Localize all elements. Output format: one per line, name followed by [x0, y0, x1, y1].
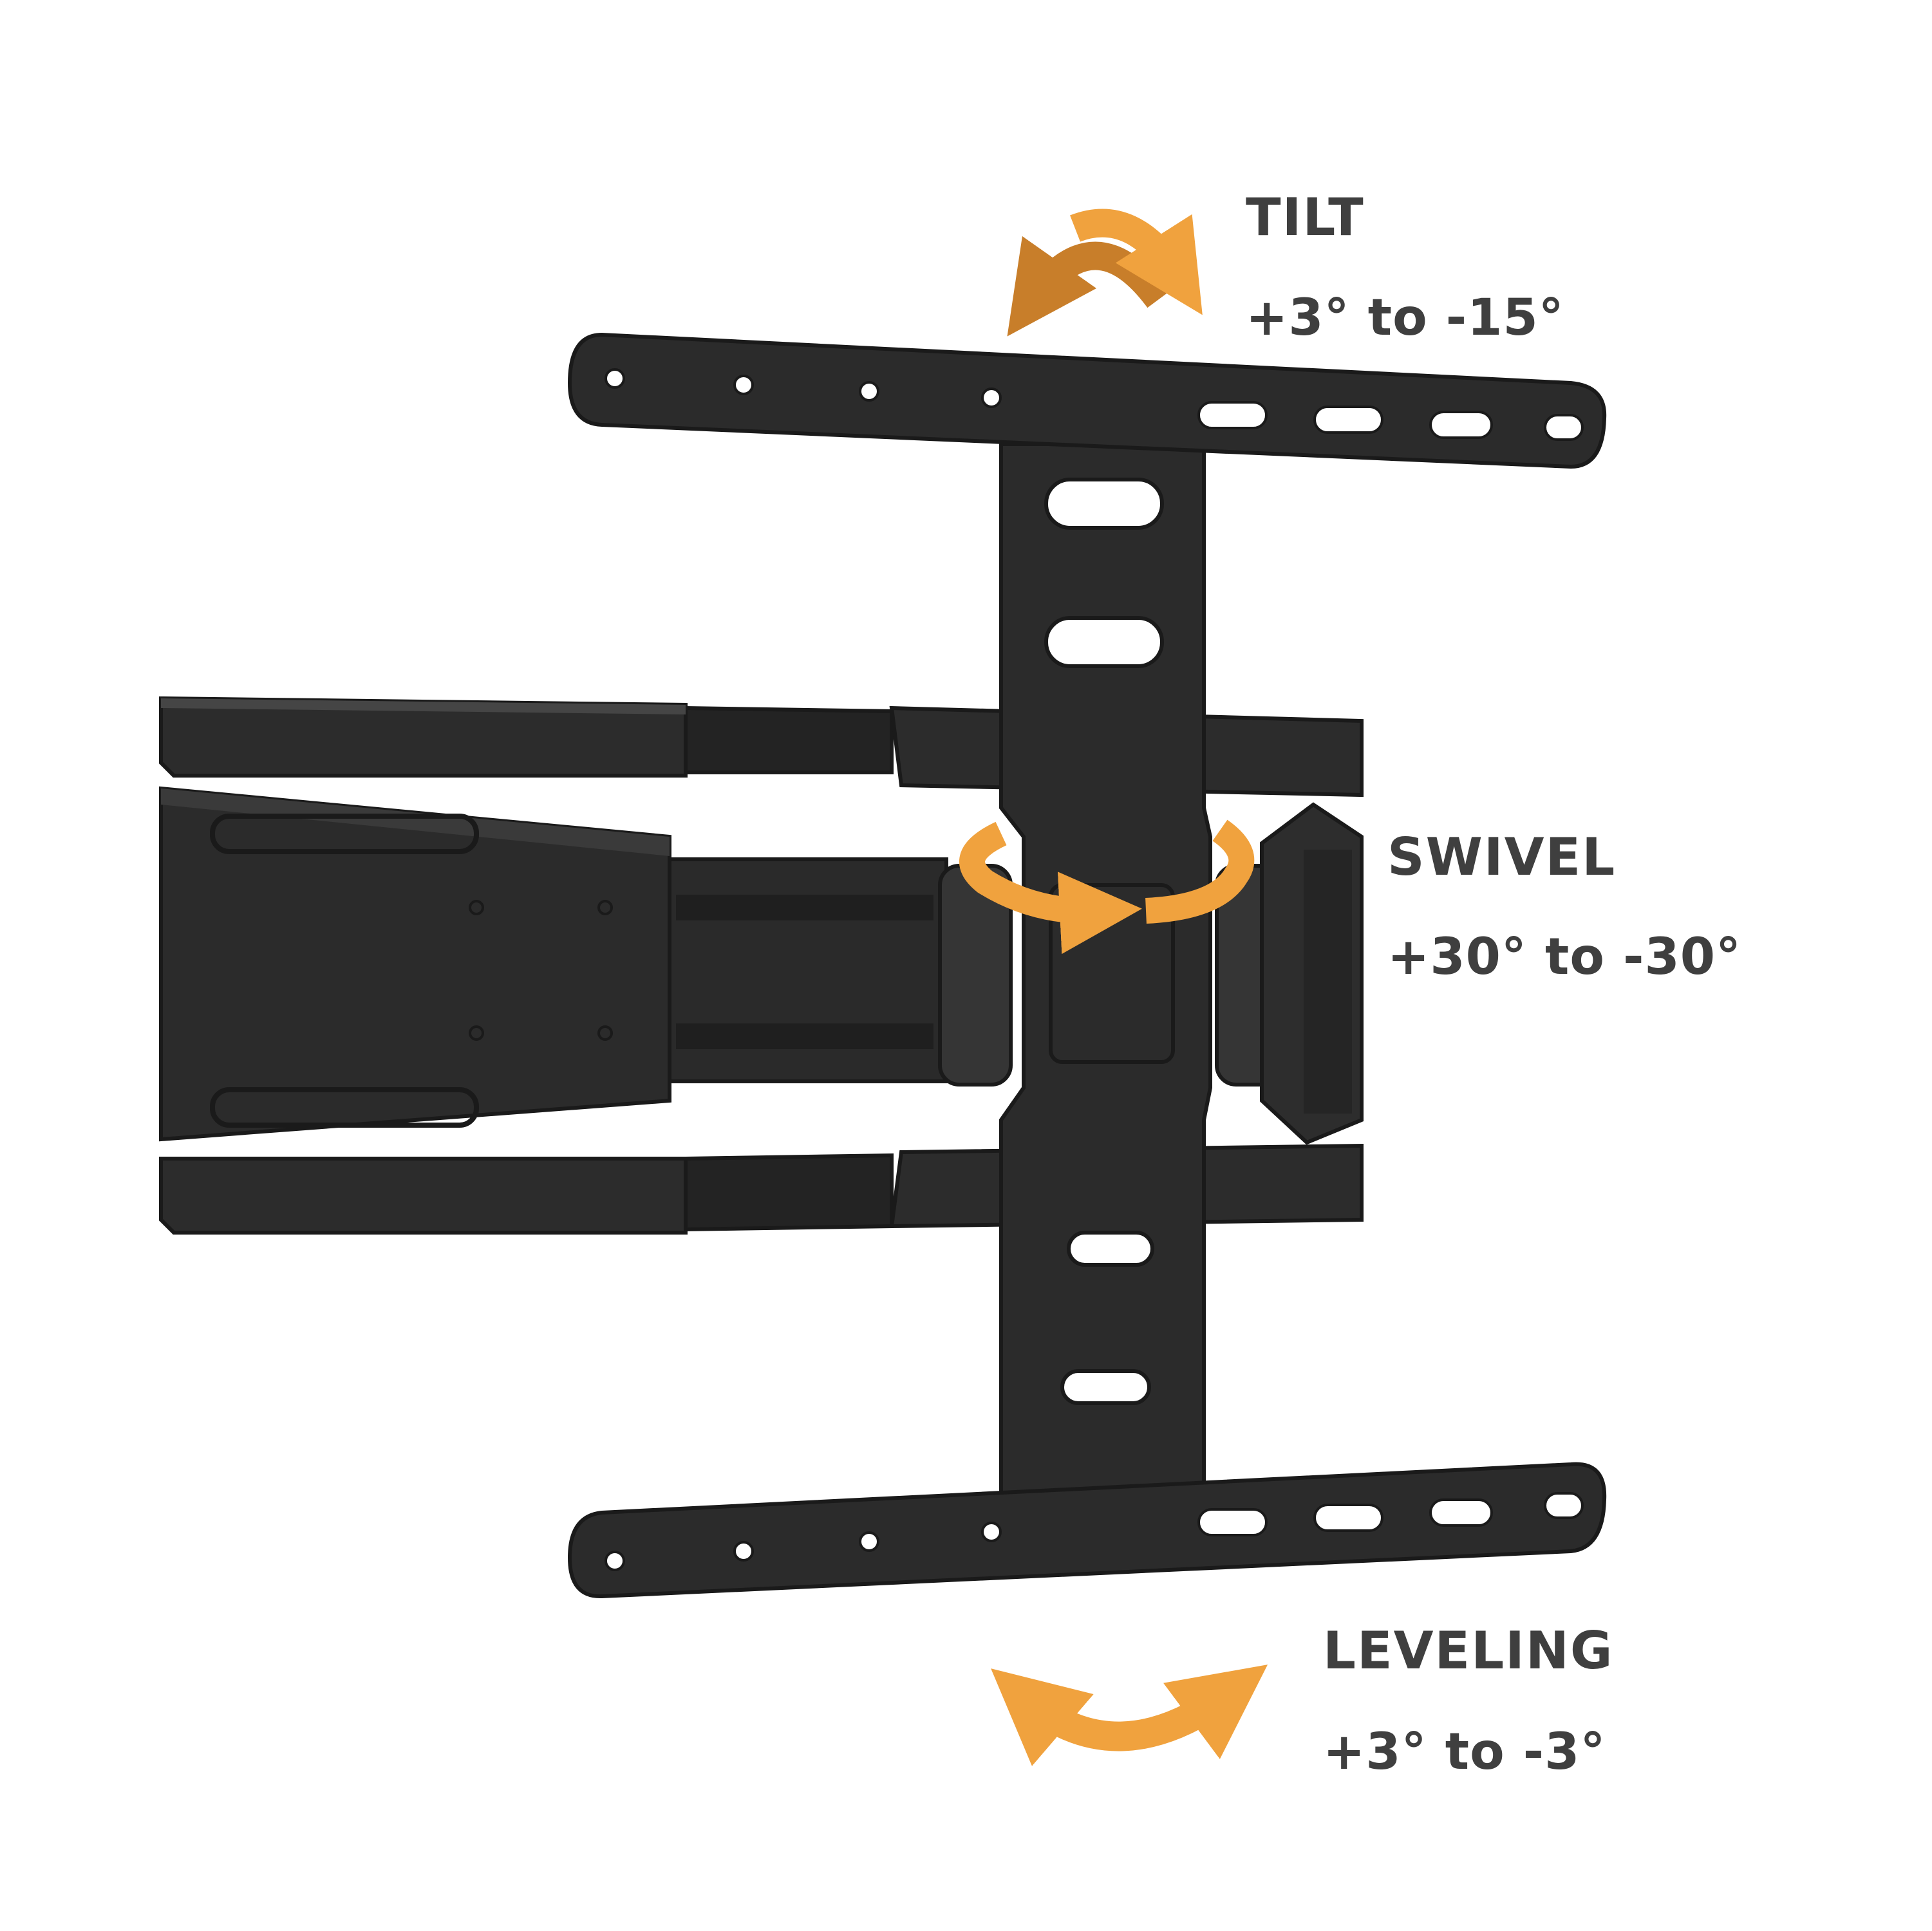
screw-hole: [597, 1025, 613, 1041]
mount-hole: [859, 381, 879, 402]
swivel-title: SWIVEL: [1387, 827, 1617, 887]
vertical-spine: [999, 442, 1212, 1527]
spine-slot: [1060, 1369, 1151, 1405]
spine-slot: [1067, 1231, 1154, 1267]
tv-side-bracket: [1260, 802, 1364, 1145]
mount-slot: [1544, 1492, 1584, 1519]
leveling-range: +3° to -3°: [1323, 1723, 1606, 1781]
wall-plate: [159, 786, 671, 1142]
mount-slot: [1429, 1498, 1493, 1527]
mount-slot: [1197, 1508, 1268, 1536]
top-horizontal-bar: [567, 332, 1607, 469]
mount-slot: [1313, 406, 1383, 434]
bottom-horizontal-bar: [567, 1462, 1607, 1599]
mount-slot: [1197, 401, 1268, 429]
mount-slot: [1313, 1504, 1383, 1532]
screw-hole: [597, 900, 613, 915]
screw-hole: [469, 900, 484, 915]
swivel-arrow-icon: [959, 819, 1255, 955]
mount-hole: [981, 387, 1002, 408]
tilt-arrow-icon: [1007, 209, 1203, 337]
tilt-title: TILT: [1246, 187, 1365, 247]
screw-hole: [469, 1025, 484, 1041]
mount-hole: [733, 1541, 754, 1562]
tilt-range: +3° to -15°: [1246, 289, 1564, 347]
mount-hole: [605, 1551, 625, 1571]
spine-slot: [1044, 478, 1164, 530]
leveling-arrow-icon: [991, 1665, 1268, 1766]
wall-plate-slot-top: [210, 814, 479, 854]
mount-hole: [733, 375, 754, 395]
mount-slot: [1429, 411, 1493, 439]
mount-hole: [981, 1522, 1002, 1542]
spine-slot: [1044, 616, 1164, 668]
wall-plate-slot-bottom: [210, 1087, 479, 1128]
leveling-title: LEVELING: [1323, 1621, 1614, 1681]
swivel-range: +30° to -30°: [1387, 928, 1742, 986]
mount-slot: [1544, 414, 1584, 441]
mount-hole: [605, 368, 625, 389]
articulating-arm: [668, 857, 1290, 1087]
mount-hole: [859, 1531, 879, 1552]
